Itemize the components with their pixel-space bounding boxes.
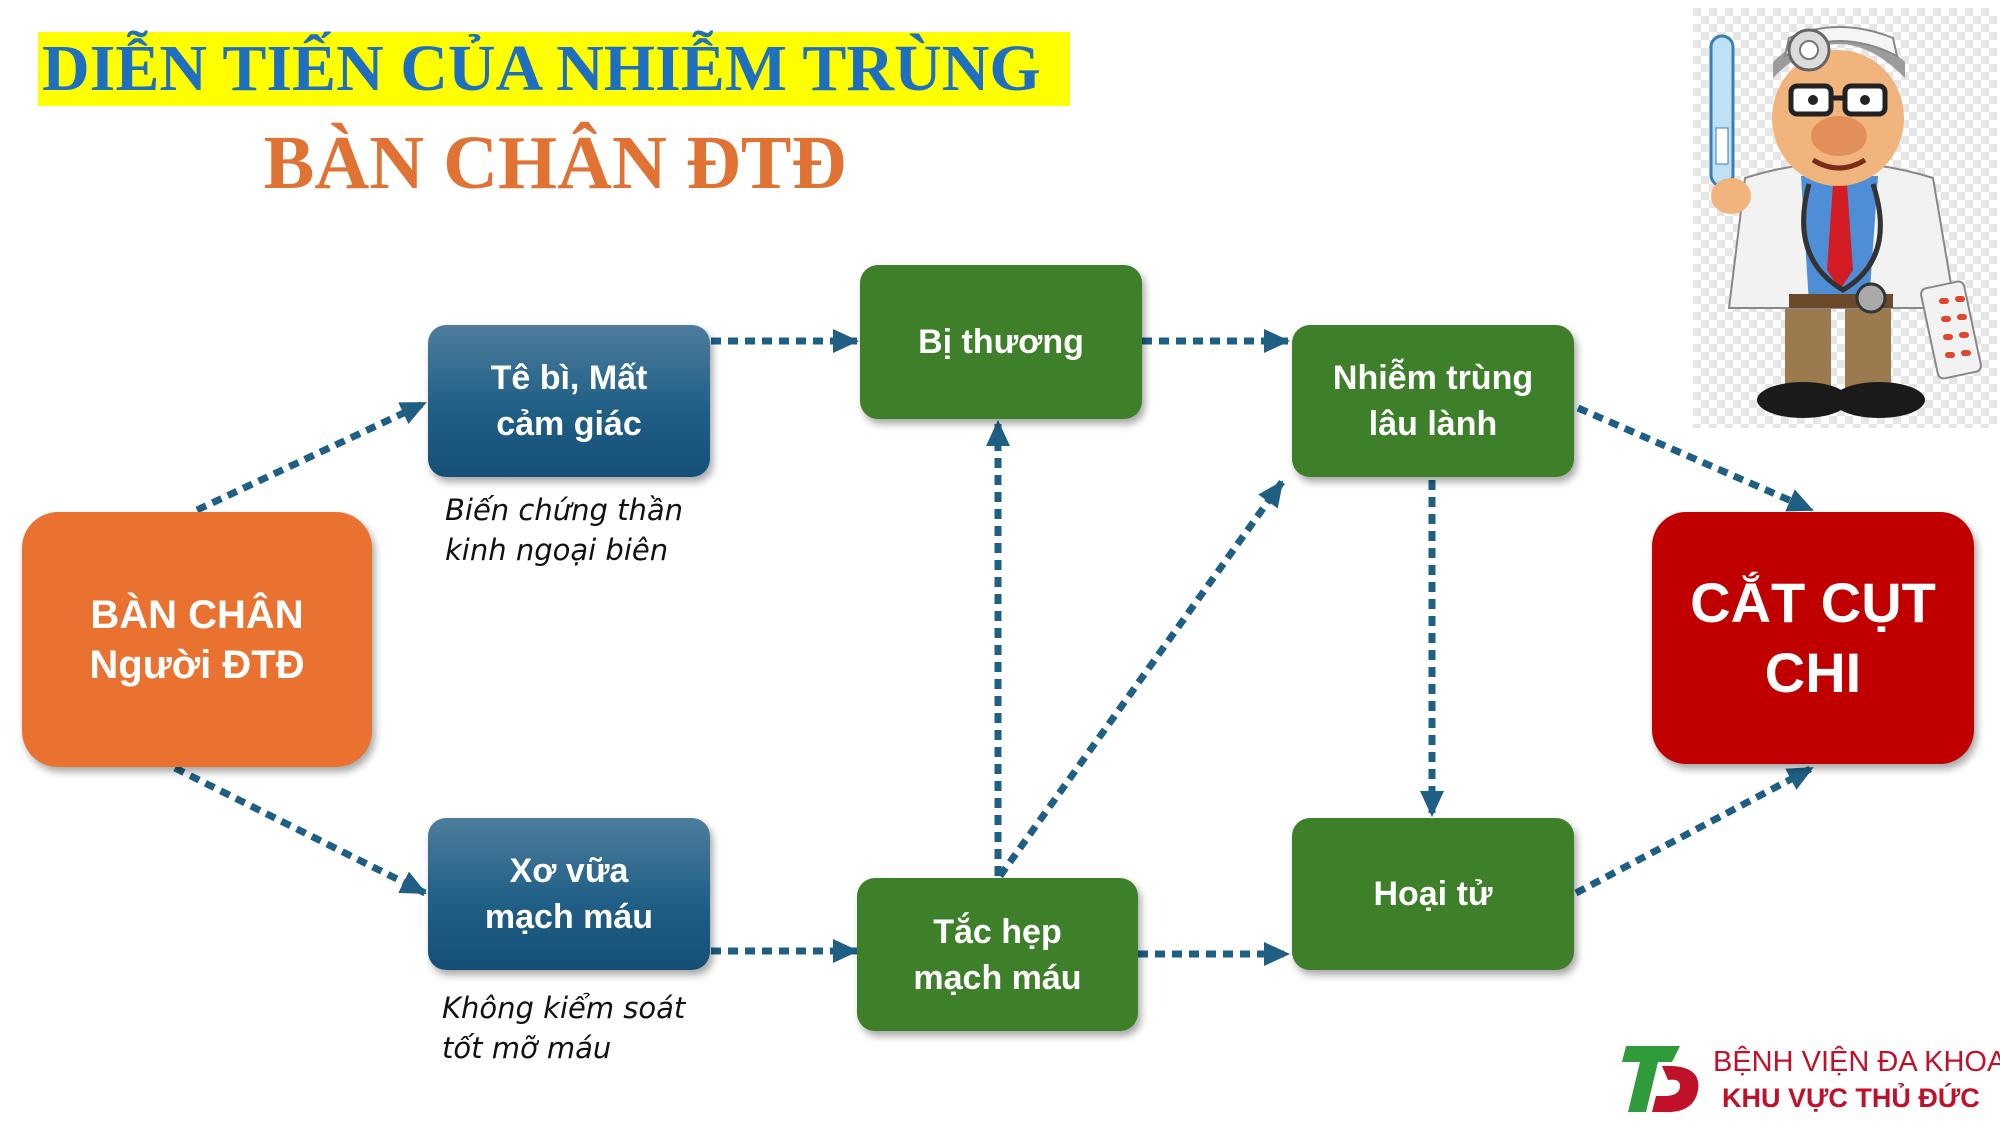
note-khong-kiem-soat: Không kiểm soát tốt mỡ máu [442,991,686,1065]
doctor-icon [1693,8,1997,428]
arrow-tachep-nhiemtrung [997,479,1285,879]
arrow-banchan-tebi [195,399,427,514]
arrow-hoaitu-catcut [1574,764,1814,897]
arrow-banchan-xovua [173,764,427,897]
node-hoai-tu: Hoại tử [1292,818,1574,970]
title-line-1: DIỄN TIẾN CỦA NHIỄM TRÙNG [38,32,1070,106]
logo-text-line-1: BỆNH VIỆN ĐA KHOA [1713,1046,2000,1078]
arrow-nhiemtrung-catcut [1576,404,1814,514]
logo-text-line-2: KHU VỰC THỦ ĐỨC [1722,1083,1980,1113]
node-bi-thuong: Bị thương [860,265,1142,419]
hospital-logo-icon [1622,1046,1699,1113]
title-line-2: BÀN CHÂN ĐTĐ [263,121,847,205]
note-bien-chung: Biến chứng thần kinh ngoại biên [445,493,684,567]
